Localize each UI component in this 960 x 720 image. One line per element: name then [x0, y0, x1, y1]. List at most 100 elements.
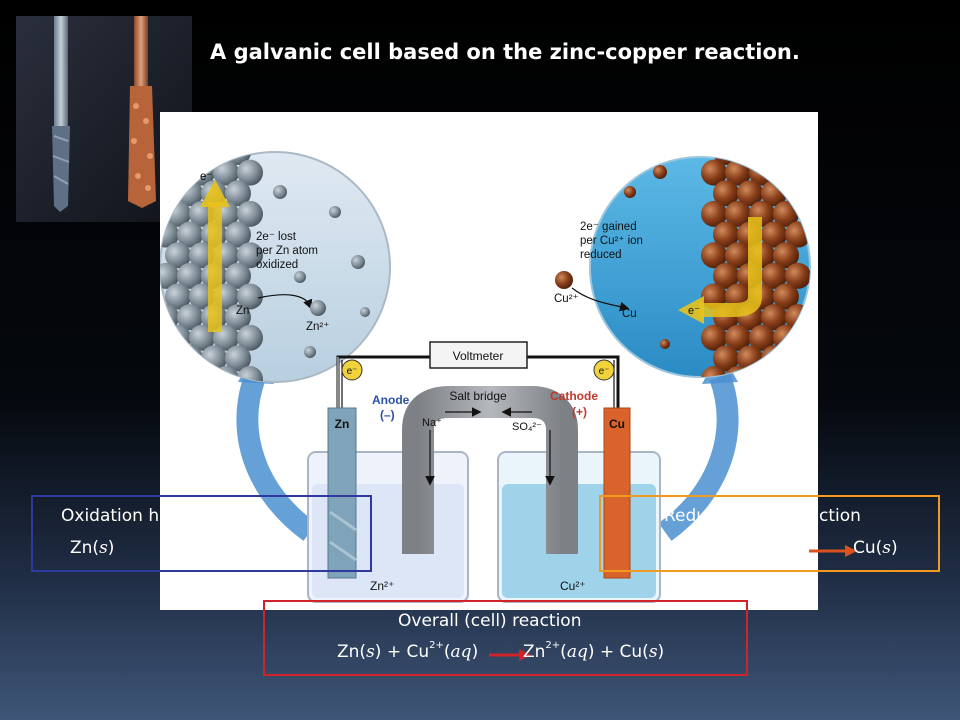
- metal-atom-sphere: [165, 159, 191, 186]
- metal-atom-sphere: [201, 152, 227, 165]
- so4-ion-label: SO₄²⁻: [512, 421, 542, 433]
- galvanic-cell-figure: e⁻ 2e⁻ lost per Zn atom oxidized Zn Zn²⁺…: [160, 112, 818, 610]
- metal-atom-sphere: [177, 262, 203, 289]
- reduction-heading: Reduction half-reaction: [664, 506, 861, 526]
- metal-atom-sphere: [725, 242, 751, 269]
- anode-sign: (–): [380, 408, 395, 422]
- slide-title: A galvanic cell based on the zinc-copper…: [210, 40, 800, 64]
- ion-sphere: [304, 346, 316, 358]
- reduction-reactant: Cu2+(aq) + 2e-: [663, 536, 785, 558]
- left-inset-note-line-1: 2e⁻ lost: [256, 231, 297, 243]
- metal-atom-sphere: [177, 152, 203, 165]
- metal-atom-sphere: [785, 157, 810, 165]
- oxidation-arrow: [121, 542, 169, 556]
- left-inset-electron-label: e⁻: [200, 171, 212, 183]
- metal-atom-sphere: [165, 283, 191, 310]
- metal-atom-sphere: [701, 283, 727, 310]
- metal-atom-sphere: [785, 345, 810, 372]
- galvanic-cell-drawing: e⁻ 2e⁻ lost per Zn atom oxidized Zn Zn²⁺…: [160, 151, 811, 603]
- anode-label: Anode: [372, 393, 410, 407]
- cathode-label: Cathode: [550, 389, 598, 403]
- overall-heading: Overall (cell) reaction: [398, 611, 582, 631]
- metal-atom-sphere: [725, 200, 751, 227]
- left-inset-note-line-2: per Zn atom: [256, 245, 318, 257]
- copper-electrode: [603, 407, 631, 579]
- metal-atom-sphere: [160, 152, 179, 165]
- ion-sphere: [360, 307, 370, 317]
- right-inset-note-line-2: per Cu²⁺ ion: [580, 235, 643, 247]
- cathode-electron-badge: [593, 359, 615, 381]
- metal-atom-sphere: [225, 345, 251, 372]
- voltmeter: [429, 341, 528, 369]
- metal-atom-sphere: [773, 242, 799, 269]
- ion-sphere: [273, 185, 287, 199]
- voltmeter-label: Voltmeter: [453, 349, 504, 363]
- salt-bridge: [402, 386, 578, 554]
- ion-sphere: [329, 206, 341, 218]
- zn-ion-solution-label: Zn²⁺: [370, 579, 394, 593]
- metal-atom-sphere: [701, 366, 727, 377]
- metal-atom-sphere: [749, 324, 775, 351]
- left-inset-zn-ion-label: Zn²⁺: [306, 321, 329, 333]
- metal-atom-sphere: [701, 324, 727, 351]
- cathode-electron-label: e⁻: [599, 366, 610, 377]
- right-inset-note-line-1: 2e⁻ gained: [580, 221, 637, 233]
- ion-sphere: [653, 165, 667, 179]
- right-inset-cu-ion-label: Cu²⁺: [554, 293, 579, 305]
- metal-atom-sphere: [213, 366, 239, 382]
- metal-atom-sphere: [737, 180, 763, 207]
- cathode-sign: (+): [572, 405, 587, 419]
- metal-atom-sphere: [160, 345, 179, 372]
- overall-box: Overall (cell) reaction Zn(s) + Cu2+(aq)…: [263, 600, 748, 676]
- overall-reactants: Zn(s) + Cu2+(aq): [337, 640, 479, 662]
- metal-atom-sphere: [761, 157, 787, 165]
- metal-atom-sphere: [225, 304, 251, 331]
- overall-arrow: [489, 649, 531, 661]
- right-inset-note-line-3: reduced: [580, 249, 622, 261]
- oxidation-product: Zn2+(aq): [174, 536, 246, 558]
- metal-atom-sphere: [225, 180, 251, 207]
- metal-atom-sphere: [701, 159, 727, 186]
- metal-atom-sphere: [773, 159, 799, 186]
- zinc-electrode-label: Zn: [335, 417, 350, 431]
- anode-electron-label: e⁻: [347, 366, 358, 377]
- metal-atom-sphere: [773, 366, 799, 377]
- zn-ion-sphere: [310, 300, 326, 316]
- ion-sphere: [294, 271, 306, 283]
- metal-atom-sphere: [237, 366, 263, 382]
- metal-atom-sphere: [701, 200, 727, 227]
- oxidation-box: Oxidation half-reaction Zn(s) Zn2+(aq): [31, 495, 372, 572]
- reduction-product: Cu(s): [853, 538, 898, 558]
- metal-atom-sphere: [237, 283, 263, 310]
- metal-atom-sphere: [225, 221, 251, 248]
- metal-atom-sphere: [177, 221, 203, 248]
- metal-atom-sphere: [773, 283, 799, 310]
- anode-electron-badge: [341, 359, 363, 381]
- left-inset-zn-label: Zn: [236, 305, 249, 317]
- overall-products: Zn2+(aq) + Cu(s): [523, 640, 665, 662]
- metal-atom-sphere: [237, 159, 263, 186]
- right-inset-electron-label: e⁻: [688, 305, 700, 317]
- metal-atom-sphere: [160, 180, 179, 207]
- metal-atom-sphere: [237, 200, 263, 227]
- metal-atom-sphere: [749, 366, 775, 377]
- metal-atom-sphere: [725, 324, 751, 351]
- metal-atom-sphere: [237, 242, 263, 269]
- metal-atom-sphere: [225, 262, 251, 289]
- metal-atom-sphere: [761, 304, 787, 331]
- reduction-box: Reduction half-reaction Cu2+(aq) + 2e- C…: [599, 495, 940, 572]
- metal-atom-sphere: [713, 221, 739, 248]
- metal-atom-sphere: [713, 262, 739, 289]
- na-ion-label: Na⁺: [422, 417, 442, 429]
- metal-atom-sphere: [165, 324, 191, 351]
- metal-atom-sphere: [160, 262, 179, 289]
- metal-atom-sphere: [713, 345, 739, 372]
- oxidation-heading: Oxidation half-reaction: [61, 506, 255, 526]
- metal-atom-sphere: [237, 324, 263, 351]
- copper-electrode-label: Cu: [609, 417, 625, 431]
- reduction-arrow: [809, 545, 857, 557]
- metal-atom-sphere: [785, 262, 810, 289]
- metal-atom-sphere: [737, 157, 763, 165]
- metal-atom-sphere: [189, 366, 215, 382]
- salt-bridge-label: Salt bridge: [449, 389, 507, 403]
